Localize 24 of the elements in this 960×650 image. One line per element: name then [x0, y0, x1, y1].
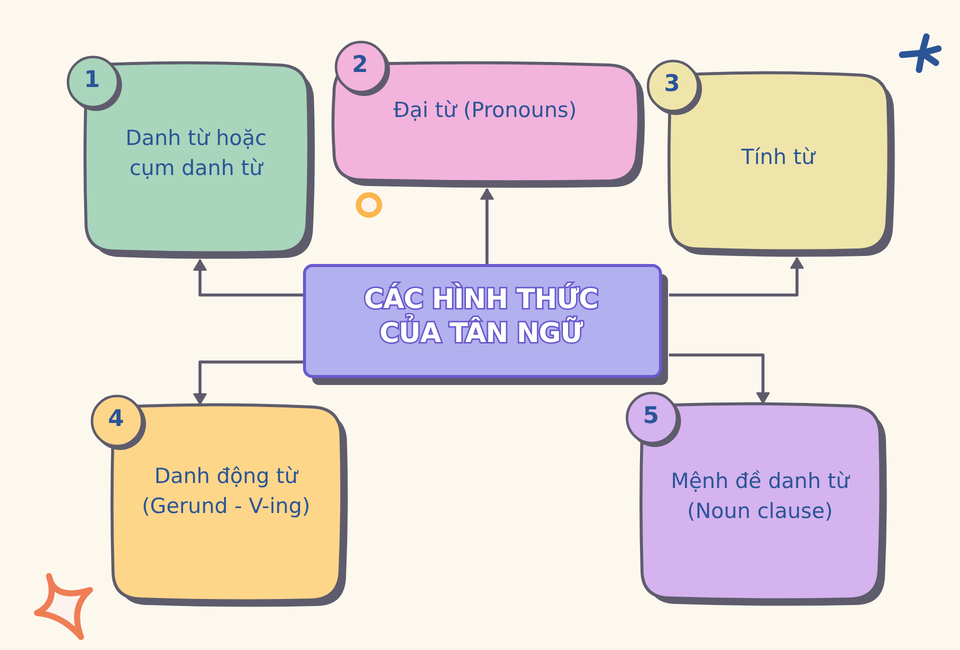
arrow: [669, 354, 770, 404]
number-badge: [625, 391, 682, 448]
category-text: Tính từ: [741, 144, 815, 171]
arrow: [193, 259, 303, 296]
topic-title: CÁC HÌNH THỨC CỦA TÂN NGỮ: [362, 282, 600, 350]
category-text: Danh động từ (Gerund - V-ing): [140, 462, 312, 520]
category-text: Đại từ (Pronouns): [393, 97, 577, 124]
category-card: [111, 404, 349, 608]
number-badge: [66, 55, 123, 112]
number-badge: [90, 394, 147, 451]
number-badge: [646, 59, 703, 116]
step-number: 3: [664, 72, 680, 98]
step-number: 5: [642, 404, 659, 430]
step-number: 4: [108, 407, 124, 433]
category-text: Mệnh đề danh từ (Noun clause): [670, 468, 851, 525]
category-card: [84, 62, 316, 260]
topic-box: [303, 264, 669, 386]
arrow: [669, 257, 804, 296]
category-text: Danh từ hoặc cụm danh từ: [124, 124, 268, 182]
step-number: 1: [84, 68, 100, 94]
category-card: [640, 403, 888, 607]
arrow: [480, 188, 494, 264]
step-number: 2: [352, 53, 368, 79]
arrow: [193, 360, 303, 405]
